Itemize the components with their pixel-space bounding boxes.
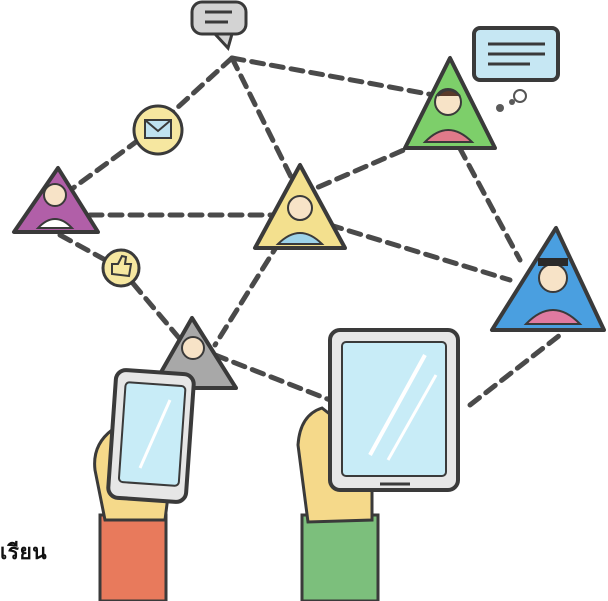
- avatar-blue: [490, 226, 606, 332]
- avatar-yellow: [253, 163, 347, 250]
- chat-card-icon: [472, 26, 560, 82]
- avatar-green: [403, 56, 497, 150]
- envelope-icon: [132, 104, 184, 156]
- speech-bubble-icon: [190, 0, 248, 51]
- caption-text: เรียน: [0, 540, 48, 564]
- left-hand-phone: [93, 368, 196, 601]
- dots-decoration: [496, 99, 515, 112]
- right-hand-tablet: [296, 328, 460, 601]
- dot-icon: [513, 89, 527, 103]
- thumbs-up-icon: [101, 248, 141, 288]
- avatar-purple: [12, 166, 100, 234]
